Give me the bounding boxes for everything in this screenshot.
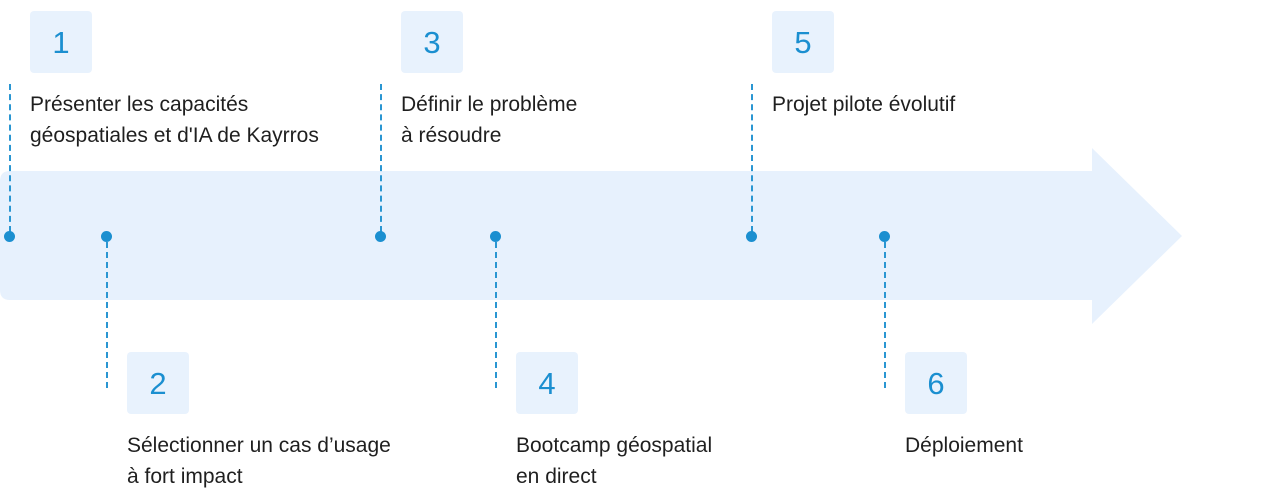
step-3-label-line-2: à résoudre	[401, 124, 502, 147]
step-4-label-line-2: en direct	[516, 465, 597, 488]
step-4-number-box: 4	[516, 352, 578, 414]
step-2-label-line-1: Sélectionner un cas d’usage	[127, 434, 391, 457]
step-1-label-line-1: Présenter les capacités	[30, 93, 249, 116]
step-1-label-line-2: géospatiales et d'IA de Kayrros	[30, 124, 319, 147]
step-3-number: 3	[423, 24, 441, 60]
step-6-number-box: 6	[905, 352, 967, 414]
step-1-connector	[9, 84, 11, 232]
step-4-label-line-1: Bootcamp géospatial	[516, 434, 713, 457]
step-2-label-line-2: à fort impact	[127, 465, 243, 488]
step-6-label-line-1: Déploiement	[905, 434, 1023, 457]
step-2-number-box: 2	[127, 352, 189, 414]
step-1-number-box: 1	[30, 11, 92, 73]
timeline-arrow-shape	[0, 148, 1182, 324]
step-4-connector	[495, 242, 497, 388]
step-4-label: Bootcamp géospatial en direct	[516, 430, 712, 492]
step-5-number-box: 5	[772, 11, 834, 73]
step-1-marker-dot	[4, 231, 15, 242]
step-5-label-line-1: Projet pilote évolutif	[772, 93, 956, 116]
step-5-number: 5	[794, 24, 812, 60]
step-2-connector	[106, 242, 108, 388]
step-3-label: Définir le problème à résoudre	[401, 89, 577, 151]
step-3-connector	[380, 84, 382, 232]
step-2-marker-dot	[101, 231, 112, 242]
step-5-connector	[751, 84, 753, 232]
step-4-number: 4	[538, 365, 556, 401]
step-2-label: Sélectionner un cas d’usage à fort impac…	[127, 430, 391, 492]
step-5-label: Projet pilote évolutif	[772, 89, 955, 120]
step-2-number: 2	[149, 365, 167, 401]
step-6-number: 6	[927, 365, 945, 401]
step-3-number-box: 3	[401, 11, 463, 73]
step-6-label: Déploiement	[905, 430, 1023, 461]
step-3-marker-dot	[375, 231, 386, 242]
step-4-marker-dot	[490, 231, 501, 242]
step-1-number: 1	[52, 24, 70, 60]
step-6-connector	[884, 242, 886, 388]
step-6-marker-dot	[879, 231, 890, 242]
step-1-label: Présenter les capacités géospatiales et …	[30, 89, 319, 151]
step-5-marker-dot	[746, 231, 757, 242]
step-3-label-line-1: Définir le problème	[401, 93, 578, 116]
